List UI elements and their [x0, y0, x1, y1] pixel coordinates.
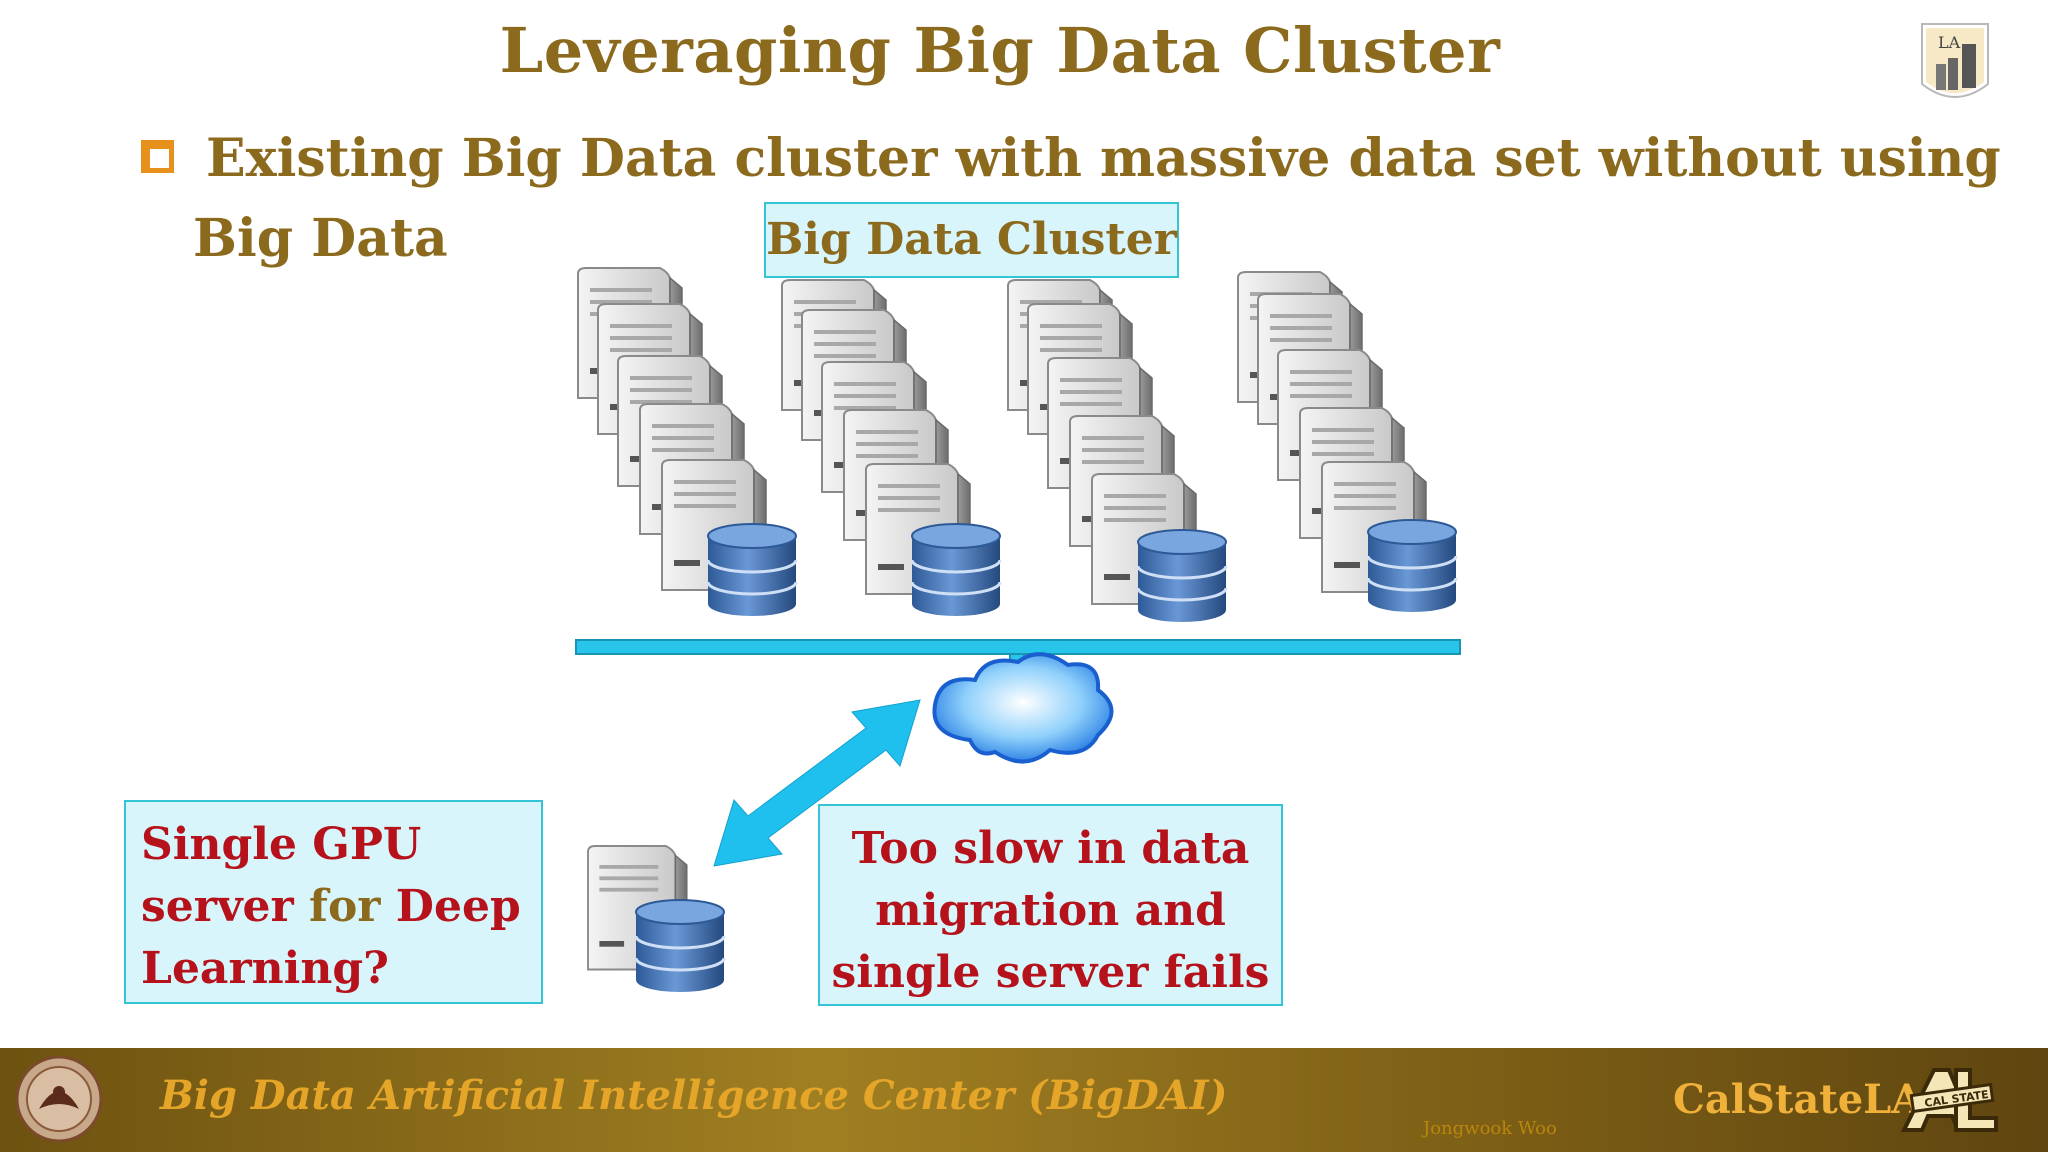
single-gpu-server — [587, 845, 726, 994]
server-stack-2 — [781, 279, 1002, 618]
network-bus — [575, 639, 1461, 655]
center-seal-icon — [15, 1055, 103, 1143]
cluster-label: Big Data Cluster — [764, 202, 1179, 278]
callout-too-slow: Too slow in data migration and single se… — [818, 804, 1283, 1006]
footer-center-name: Big Data Artificial Intelligence Center … — [160, 1072, 1228, 1119]
slide-title: Leveraging Big Data Cluster — [499, 14, 1501, 87]
server-stack-1 — [577, 267, 798, 618]
server-stack-4 — [1237, 271, 1458, 614]
footer-brand: CalStateLA — [1673, 1076, 1923, 1123]
footer-author: Jongwook Woo — [1423, 1118, 1557, 1139]
svg-text:LA: LA — [1938, 33, 1961, 52]
cloud-icon — [932, 652, 1114, 764]
server-stack-3 — [1007, 279, 1228, 624]
bullet-text-line1: Existing Big Data cluster with massive d… — [206, 128, 2001, 189]
bullet-marker-icon — [141, 140, 174, 173]
university-logo-icon: LA — [1921, 23, 1989, 98]
bullet-text-line2: Big Data — [193, 208, 448, 269]
callout-single-gpu: Single GPU server for Deep Learning? — [124, 800, 543, 1004]
footer-bar — [0, 1048, 2048, 1152]
bidirectional-arrow-icon — [713, 699, 921, 867]
calstate-logo-icon: CAL STATE — [1900, 1068, 1998, 1132]
